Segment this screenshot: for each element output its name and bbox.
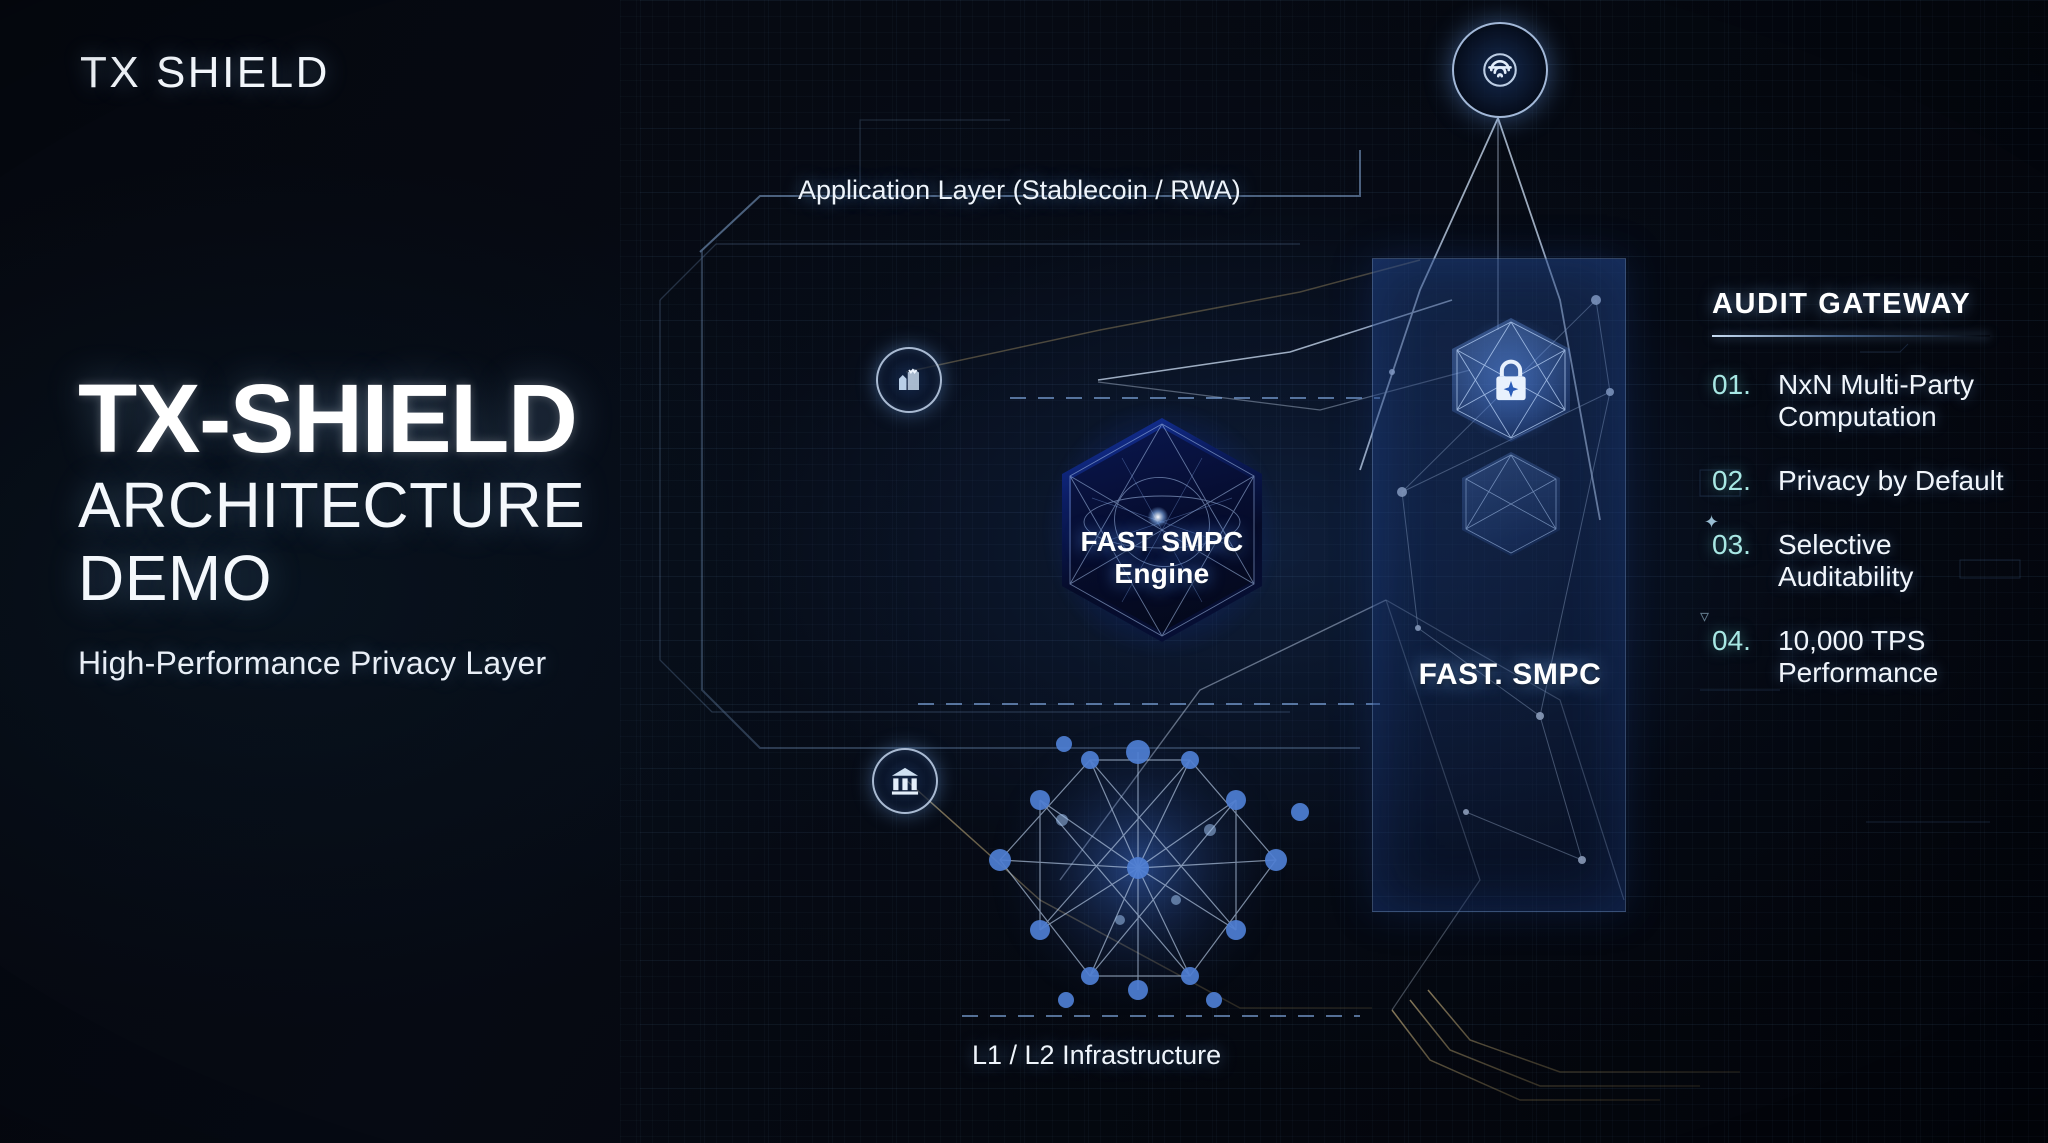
- vignette-overlay: [0, 0, 2048, 1143]
- slide-canvas: TX SHIELD TX-SHIELD ARCHITECTURE DEMO Hi…: [0, 0, 2048, 1143]
